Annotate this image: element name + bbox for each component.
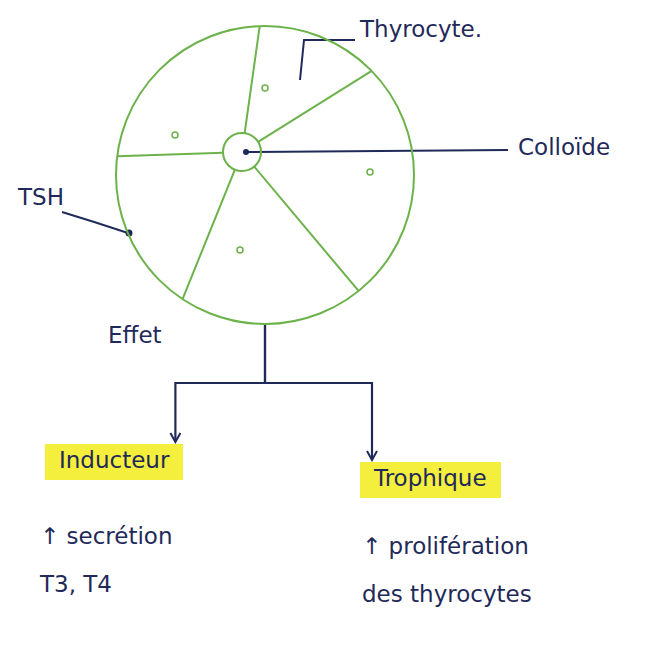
effect-arrow bbox=[265, 325, 372, 460]
effect-arrow bbox=[175, 325, 265, 442]
effect-note: ↑ secrétion T3, T4 bbox=[40, 512, 200, 609]
follicle-border bbox=[116, 26, 414, 324]
cell-wall bbox=[254, 167, 358, 291]
effect-title: Inducteur bbox=[59, 447, 169, 475]
cell-wall bbox=[245, 26, 260, 133]
nucleus bbox=[237, 247, 243, 253]
highlight-box: Trophique bbox=[360, 462, 501, 498]
leader-line bbox=[300, 40, 355, 80]
cell-wall bbox=[183, 170, 235, 299]
nucleus bbox=[367, 169, 373, 175]
effect-note: ↑ prolifération des thyrocytes bbox=[362, 522, 562, 619]
leader-line bbox=[246, 150, 508, 152]
follicle-outline bbox=[115, 25, 415, 325]
nucleus bbox=[172, 132, 178, 138]
leader-dot bbox=[243, 149, 249, 155]
effect-title: Trophique bbox=[374, 465, 487, 493]
cell-wall bbox=[258, 71, 372, 142]
part-label: TSH bbox=[18, 184, 64, 212]
cell-wall bbox=[117, 153, 223, 157]
part-label: Colloïde bbox=[518, 134, 610, 162]
colloid-circle bbox=[223, 133, 261, 171]
highlight-box: Inducteur bbox=[45, 444, 183, 480]
thyroid-follicle: Thyrocyte. bbox=[115, 25, 415, 325]
part-label: Effet bbox=[108, 322, 162, 350]
leader-line bbox=[62, 212, 128, 233]
cell-label: Thyrocyte. bbox=[360, 16, 482, 44]
nucleus bbox=[262, 85, 268, 91]
